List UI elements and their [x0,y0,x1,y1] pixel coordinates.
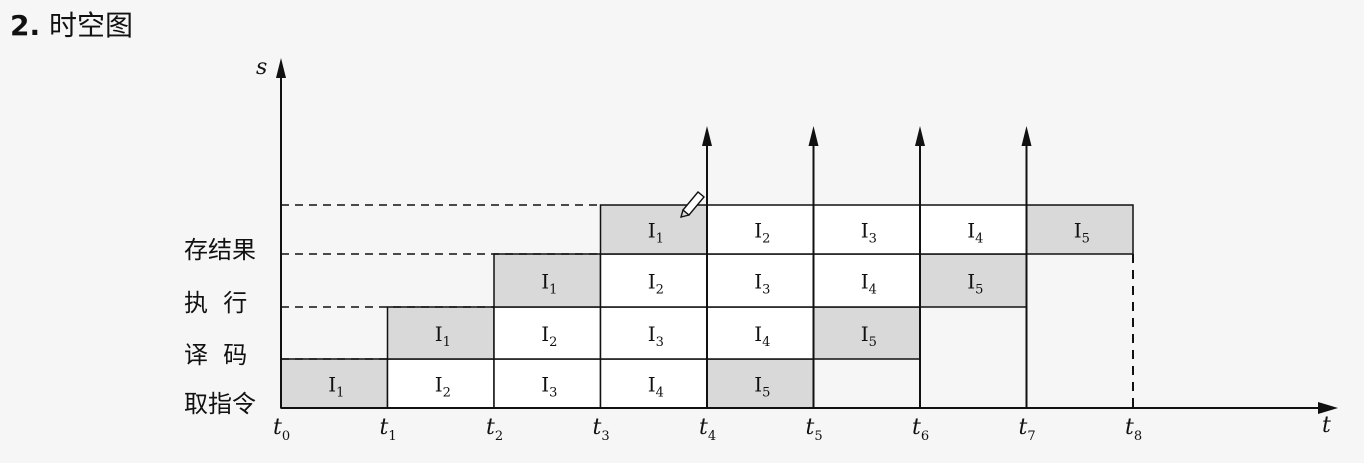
time-tick-label: t6 [912,415,929,444]
cell-instruction-label: I1 [648,219,664,247]
x-axis-label: t [1322,413,1331,438]
pipeline-cell [493,306,602,360]
pipeline-cell [706,253,815,308]
cell-instruction-label: I2 [754,219,770,247]
cell-instruction-label: I1 [328,373,344,401]
page-title: 2. 时空图 [10,4,133,44]
x-axis-arrow-icon [1318,402,1338,414]
pencil-icon [679,191,705,218]
cell-instruction-label: I5 [967,270,983,298]
cell-instruction-label: I1 [435,322,451,350]
time-tick-label: t1 [380,415,397,444]
cell-instruction-label: I3 [861,219,877,247]
cell-instruction-label: I4 [967,219,983,247]
cell-instruction-label: I5 [1074,219,1090,247]
cell-instruction-label: I4 [861,270,877,298]
time-tick-label: t2 [486,415,503,444]
cell-instruction-label: I2 [541,322,557,350]
pipeline-cell [386,358,495,409]
title-text: 时空图 [49,9,134,42]
time-tick-label: t3 [593,415,610,444]
pipeline-cell [386,306,495,360]
cell-instruction-label: I1 [541,270,557,298]
cell-instruction-label: I3 [541,373,557,401]
pipeline-cell [706,204,815,255]
stage-label: 译 码 [184,341,247,369]
stage-label: 存结果 [184,236,256,264]
pipeline-cell [919,204,1028,255]
stage-label: 执 行 [184,289,247,317]
y-axis-label: s [256,55,267,80]
cell-instruction-label: I5 [861,322,877,350]
cell-instruction-label: I5 [754,373,770,401]
time-tick-label: t7 [1019,415,1036,444]
cell-instruction-label: I2 [648,270,664,298]
y-axis-arrow-icon [276,58,286,78]
cell-instruction-label: I4 [648,373,664,401]
time-tick-label: t0 [273,415,290,444]
up-arrow-icon [915,126,925,146]
pipeline-cell [1025,204,1134,255]
time-tick-label: t8 [1125,415,1142,444]
up-arrow-icon [1021,126,1032,146]
up-arrow-icon [702,126,712,146]
pipeline-cell [812,306,921,360]
cell-instruction-label: I3 [648,322,664,350]
cell-instruction-label: I3 [754,270,770,298]
cell-instruction-label: I4 [754,322,770,350]
time-tick-label: t5 [806,415,823,444]
time-tick-label: t4 [699,415,716,444]
stage-label: 取指令 [184,390,256,418]
pipeline-cell [919,253,1028,308]
up-arrow-icon [808,126,819,146]
pipeline-cell [812,204,921,255]
pipeline-cell [493,253,602,308]
cell-instruction-label: I2 [435,373,451,401]
title-number: 2. [10,9,41,42]
